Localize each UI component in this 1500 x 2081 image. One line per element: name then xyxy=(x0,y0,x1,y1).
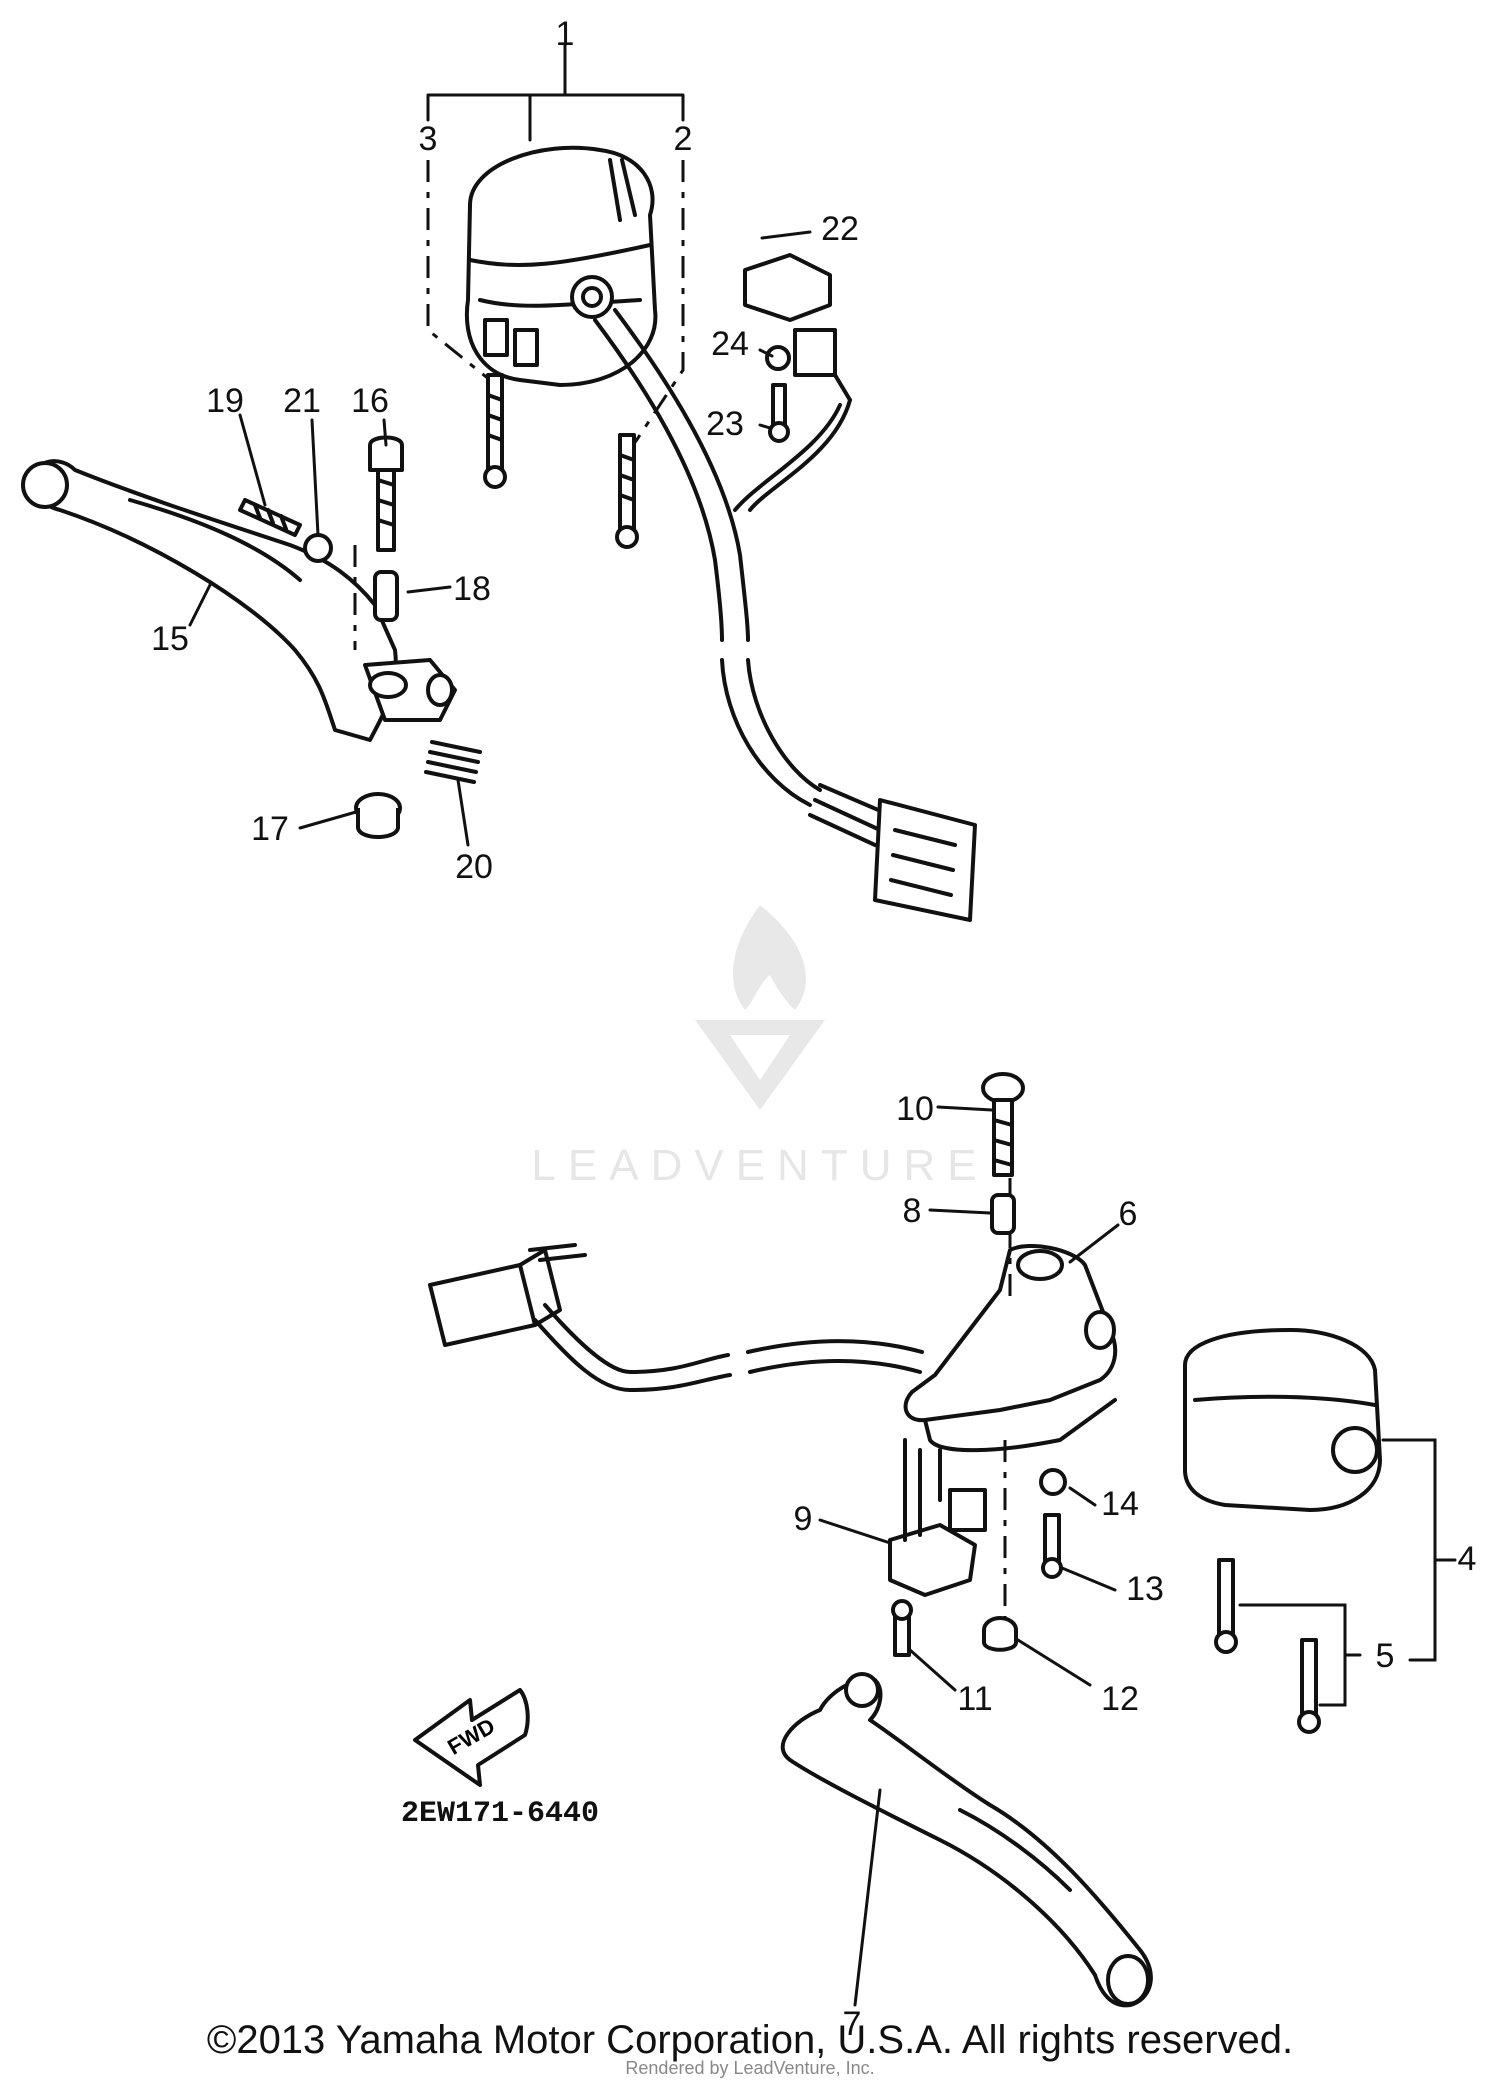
callout-2: 2 xyxy=(674,120,693,158)
callout-12: 12 xyxy=(1101,1680,1139,1718)
copyright-notice: ©2013 Yamaha Motor Corporation, U.S.A. A… xyxy=(206,2018,1294,2062)
collar-8 xyxy=(990,1193,1016,1235)
nut-12 xyxy=(982,1616,1018,1652)
nut-17 xyxy=(354,792,402,839)
left-handlebar-switch xyxy=(464,145,658,387)
forward-direction-arrow: FWD xyxy=(413,1688,530,1787)
switch-9 xyxy=(888,1488,987,1597)
callout-5: 5 xyxy=(1376,1637,1395,1675)
callout-24: 24 xyxy=(711,325,749,363)
bottom-wire-connector xyxy=(428,1243,587,1347)
callout-6: 6 xyxy=(1119,1195,1138,1233)
front-brake-lever-15 xyxy=(21,459,398,742)
callout-22: 22 xyxy=(821,210,859,248)
callout-18: 18 xyxy=(453,570,491,608)
callout-3: 3 xyxy=(419,120,438,158)
callout-13: 13 xyxy=(1126,1570,1164,1608)
spring-20 xyxy=(424,740,482,784)
figure-code: 2EW171-6440 xyxy=(401,1797,599,1831)
right-handlebar-switch-4 xyxy=(1183,1328,1382,1512)
callout-numbers: 1 2 3 4 5 6 7 8 9 10 11 12 13 14 15 16 1… xyxy=(151,15,1476,2043)
leadventure-watermark: LEADVENTURE xyxy=(531,905,988,1190)
callout-11: 11 xyxy=(957,1680,992,1718)
screw-11 xyxy=(891,1599,913,1657)
nut-14 xyxy=(1039,1468,1067,1496)
screw-19 xyxy=(238,498,302,537)
screw-10 xyxy=(981,1072,1025,1177)
callout-23: 23 xyxy=(706,405,744,443)
lever-holder-6 xyxy=(903,1243,1118,1453)
clutch-switch-22 xyxy=(743,253,852,402)
nut-21 xyxy=(303,533,333,563)
callout-14: 14 xyxy=(1101,1485,1139,1523)
nut-24 xyxy=(765,345,791,371)
callout-15: 15 xyxy=(151,620,189,658)
callout-10: 10 xyxy=(896,1090,934,1128)
callout-9: 9 xyxy=(794,1500,813,1538)
bolt-16 xyxy=(368,435,404,552)
callout-7: 7 xyxy=(843,2005,862,2043)
callout-20: 20 xyxy=(455,848,493,886)
callout-4: 4 xyxy=(1458,1540,1477,1578)
render-credit: Rendered by LeadVenture, Inc. xyxy=(625,2058,875,2078)
switch-screw-2 xyxy=(615,433,639,549)
top-wire-connector xyxy=(808,783,977,922)
callout-17: 17 xyxy=(251,810,289,848)
callout-16: 16 xyxy=(351,382,389,420)
screw-5a xyxy=(1214,1558,1238,1654)
watermark-brand-text: LEADVENTURE xyxy=(531,1141,988,1190)
callout-19: 19 xyxy=(206,382,244,420)
screw-5b xyxy=(1297,1638,1321,1734)
callout-1: 1 xyxy=(556,15,575,53)
callout-8: 8 xyxy=(903,1192,922,1230)
clutch-lever-7 xyxy=(780,1672,1153,2008)
screw-23 xyxy=(768,383,790,443)
switch-screw-3 xyxy=(483,373,507,489)
callout-leader-lines xyxy=(188,230,1120,2007)
lever-pivot-block xyxy=(363,658,457,722)
screw-13 xyxy=(1041,1513,1063,1579)
callout-21: 21 xyxy=(283,382,321,420)
collar-18 xyxy=(373,570,399,622)
